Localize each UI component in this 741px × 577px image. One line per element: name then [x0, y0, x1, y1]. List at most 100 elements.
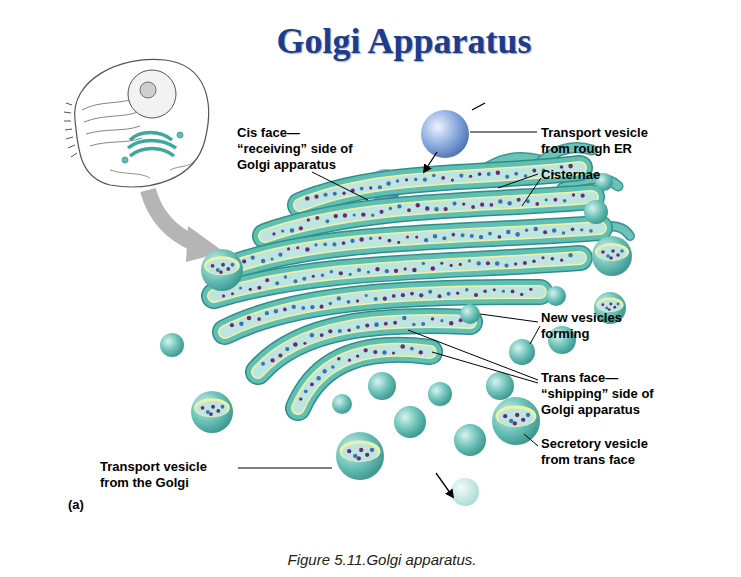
cargo-dot — [447, 292, 451, 296]
callout-label: Cisternae — [541, 167, 661, 183]
cargo-dot — [412, 323, 415, 326]
cargo-dot — [292, 305, 296, 309]
cargo-dot — [461, 233, 465, 237]
cargo-dot — [397, 241, 400, 244]
cargo-dot — [303, 342, 306, 345]
cargo-dot — [456, 292, 459, 295]
cisterna — [298, 344, 430, 408]
cargo-dot — [389, 207, 392, 210]
cut-vesicle — [492, 397, 540, 445]
cargo-dot — [384, 322, 388, 326]
cargo-dot — [385, 269, 389, 273]
cargo-dot — [441, 176, 445, 180]
cut-vesicle — [592, 236, 632, 276]
cargo-dot — [568, 253, 572, 257]
cargo-dot — [529, 288, 532, 291]
cargo-dot — [373, 350, 377, 354]
cargo-dot — [343, 213, 347, 217]
cargo-dot — [562, 231, 565, 234]
cargo-dot — [320, 305, 324, 309]
cargo-dot — [310, 333, 314, 337]
cargo-dot — [406, 235, 409, 238]
cargo-dot — [404, 267, 407, 270]
cargo-dot — [488, 232, 492, 236]
cargo-dot — [242, 259, 246, 263]
cargo-dot — [468, 259, 471, 262]
cargo-dot — [580, 228, 583, 231]
caption: Figure 5.11.Golgi apparatus. — [182, 551, 582, 569]
cargo-dot — [450, 264, 453, 267]
cargo-dot — [589, 229, 593, 233]
cargo-dot — [378, 185, 382, 189]
cargo-dot — [431, 266, 436, 271]
cargo-dot — [310, 382, 314, 386]
cargo-dot — [444, 207, 448, 211]
cargo-dot — [378, 236, 381, 239]
cargo-dot — [424, 238, 428, 242]
cargo-dot — [314, 243, 317, 246]
cargo-dot — [302, 277, 306, 281]
cargo-dot — [323, 369, 327, 373]
zoom-arrow — [148, 190, 224, 262]
cargo-dot — [545, 198, 548, 201]
leader-line — [408, 330, 538, 380]
cargo-dot — [425, 206, 429, 210]
cisterna — [298, 350, 430, 408]
cargo-dot — [296, 246, 299, 249]
cargo-dot — [239, 287, 242, 290]
cargo-dot — [281, 229, 284, 232]
cargo-dot — [423, 178, 427, 182]
cargo-dot — [490, 203, 494, 207]
cut-vesicle — [201, 249, 243, 291]
cargo-dot — [342, 192, 345, 195]
cargo-dot — [272, 232, 275, 235]
callout-label: Transport vesicle from rough ER — [541, 125, 659, 157]
cargo-dot — [364, 348, 368, 352]
cargo-dot — [332, 242, 336, 246]
cargo-dot — [304, 389, 308, 393]
cargo-dot — [469, 175, 472, 178]
cargo-dot — [222, 294, 225, 297]
vesicle — [428, 382, 452, 406]
cargo-dot — [323, 193, 327, 197]
cargo-dot — [515, 232, 520, 237]
cargo-dot — [486, 261, 490, 265]
cargo-dot — [392, 294, 396, 298]
cargo-dot — [299, 226, 303, 230]
cargo-dot — [431, 317, 434, 320]
cargo-dot — [387, 239, 391, 243]
cargo-dot — [230, 323, 234, 327]
cargo-dot — [451, 179, 454, 182]
cargo-dot — [261, 362, 265, 366]
cargo-dot — [496, 171, 500, 175]
cisterna — [298, 350, 430, 408]
cargo-dot — [357, 268, 361, 272]
cargo-dot — [386, 181, 390, 185]
cargo-dot — [517, 198, 521, 202]
cargo-dot — [274, 309, 278, 313]
cargo-dot — [285, 347, 289, 351]
cargo-dot — [571, 228, 575, 232]
cisterna — [298, 350, 430, 408]
title: Golgi Apparatus — [244, 20, 564, 62]
vesicle — [546, 286, 566, 306]
cargo-dot — [329, 302, 333, 306]
cargo-dot — [552, 228, 556, 232]
cargo-dot — [374, 322, 379, 327]
vesicle — [394, 406, 426, 438]
cargo-dot — [314, 195, 318, 199]
cargo-dot — [265, 278, 269, 282]
cargo-dot — [367, 270, 370, 273]
cargo-dot — [534, 227, 538, 231]
cargo-dot — [405, 178, 408, 181]
cell-thumbnail — [177, 132, 183, 138]
cargo-dot — [249, 288, 252, 291]
cargo-dot — [412, 268, 417, 273]
cargo-dot — [471, 205, 475, 209]
cargo-dot — [551, 257, 555, 261]
cargo-dot — [287, 247, 290, 250]
cargo-dot — [442, 236, 446, 240]
cargo-dot — [504, 263, 508, 267]
cargo-dot — [525, 229, 528, 232]
cargo-dot — [339, 271, 343, 275]
